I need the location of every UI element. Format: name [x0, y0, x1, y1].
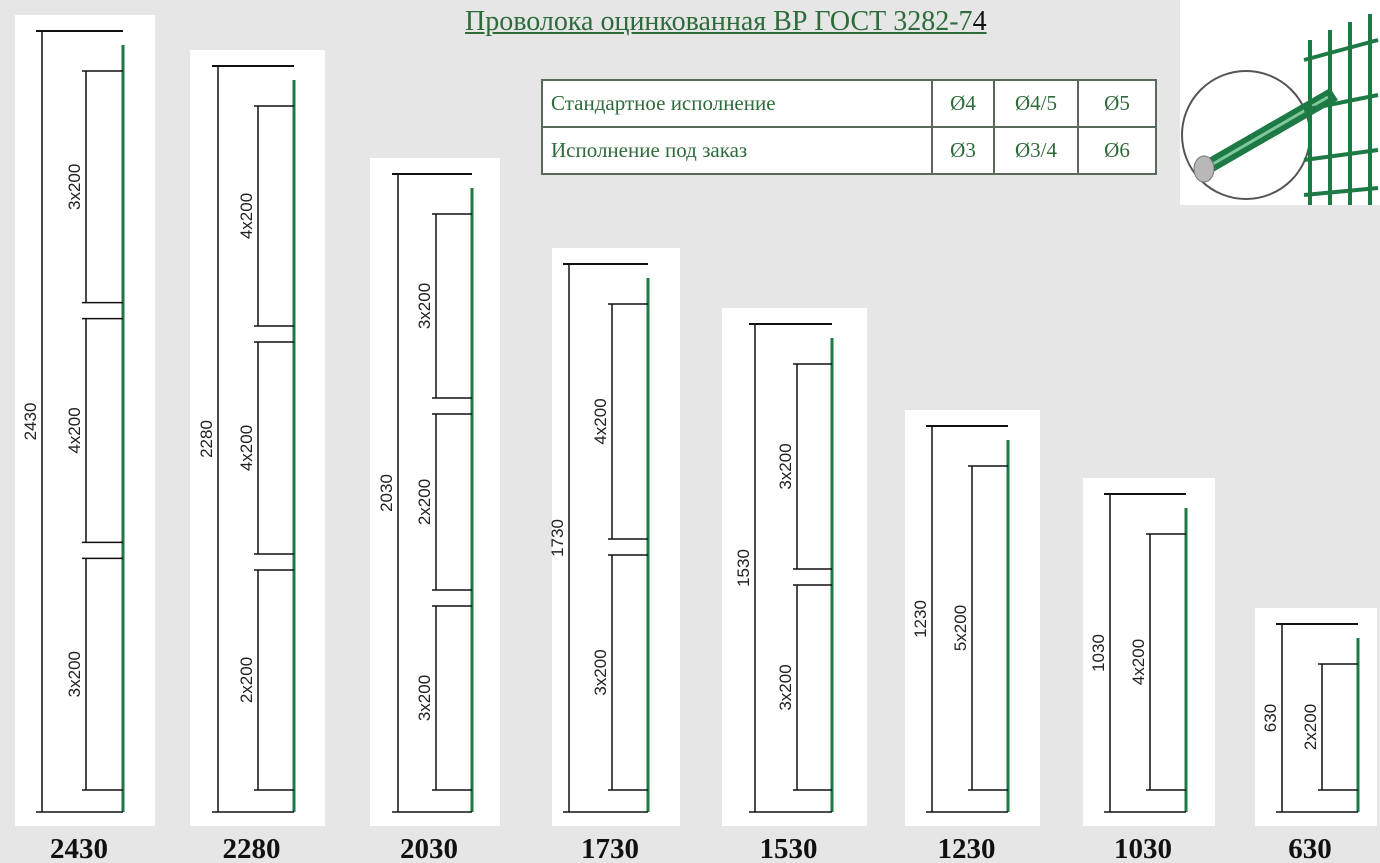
segment-dimension-label: 4x200: [237, 425, 256, 471]
table-row: Исполнение под заказ Ø3 Ø3/4 Ø6: [541, 126, 1157, 175]
diameter-cell: Ø5: [1077, 79, 1157, 128]
segment-dimension-label: 3x200: [415, 283, 434, 329]
post-height-label: 1530: [760, 833, 818, 863]
segment-dimension-label: 2x200: [1301, 704, 1320, 750]
total-dimension-label: 1530: [734, 549, 753, 587]
segment-dimension-label: 5x200: [951, 605, 970, 651]
segment-dimension-label: 4x200: [237, 193, 256, 239]
post-background: [722, 308, 867, 826]
total-dimension-label: 2030: [377, 474, 396, 512]
post-height-label: 2030: [400, 833, 458, 863]
post-background: [15, 15, 155, 826]
row-name: Исполнение под заказ: [541, 126, 933, 175]
segment-dimension-label: 4x200: [591, 398, 610, 444]
segment-dimension-label: 4x200: [65, 407, 84, 453]
post-height-label: 2280: [223, 833, 281, 863]
row-name: Стандартное исполнение: [541, 79, 933, 128]
post-height-label: 1730: [581, 833, 639, 863]
post-height-label: 1230: [938, 833, 996, 863]
post-background: [552, 248, 680, 826]
total-dimension-label: 1230: [911, 600, 930, 638]
segment-dimension-label: 3x200: [591, 649, 610, 695]
segment-dimension-label: 2x200: [237, 657, 256, 703]
segment-dimension-label: 3x200: [415, 675, 434, 721]
wire-fence-icon: [1181, 14, 1379, 205]
total-dimension-label: 1730: [548, 519, 567, 557]
segment-dimension-label: 2x200: [415, 479, 434, 525]
title-last-digit: 4: [972, 6, 987, 37]
segment-dimension-label: 3x200: [65, 651, 84, 697]
page-title: Проволока оцинкованная ВР ГОСТ 3282-74: [465, 6, 987, 38]
post-height-label: 2430: [50, 833, 108, 863]
diameter-cell: Ø6: [1077, 126, 1157, 175]
title-main: Проволока оцинкованная ВР ГОСТ 3282-7: [465, 6, 973, 37]
post-height-label: 1030: [1114, 833, 1172, 863]
diameter-cell: Ø4: [931, 79, 995, 128]
diameter-spec-table: Стандартное исполнение Ø4 Ø4/5 Ø5 Исполн…: [541, 79, 1157, 175]
total-dimension-label: 2430: [21, 403, 40, 441]
post-background: [370, 158, 500, 826]
total-dimension-label: 630: [1261, 704, 1280, 732]
segment-dimension-label: 3x200: [776, 443, 795, 489]
segment-dimension-label: 3x200: [65, 164, 84, 210]
diameter-cell: Ø4/5: [993, 79, 1079, 128]
segment-dimension-label: 4x200: [1129, 639, 1148, 685]
table-row: Стандартное исполнение Ø4 Ø4/5 Ø5: [541, 79, 1157, 128]
post-background: [1083, 478, 1215, 826]
post-height-label: 630: [1288, 833, 1332, 863]
total-dimension-label: 1030: [1089, 634, 1108, 672]
diameter-cell: Ø3: [931, 126, 995, 175]
diameter-cell: Ø3/4: [993, 126, 1079, 175]
wire-fence-illustration: [1180, 0, 1380, 205]
total-dimension-label: 2280: [197, 420, 216, 458]
segment-dimension-label: 3x200: [776, 664, 795, 710]
